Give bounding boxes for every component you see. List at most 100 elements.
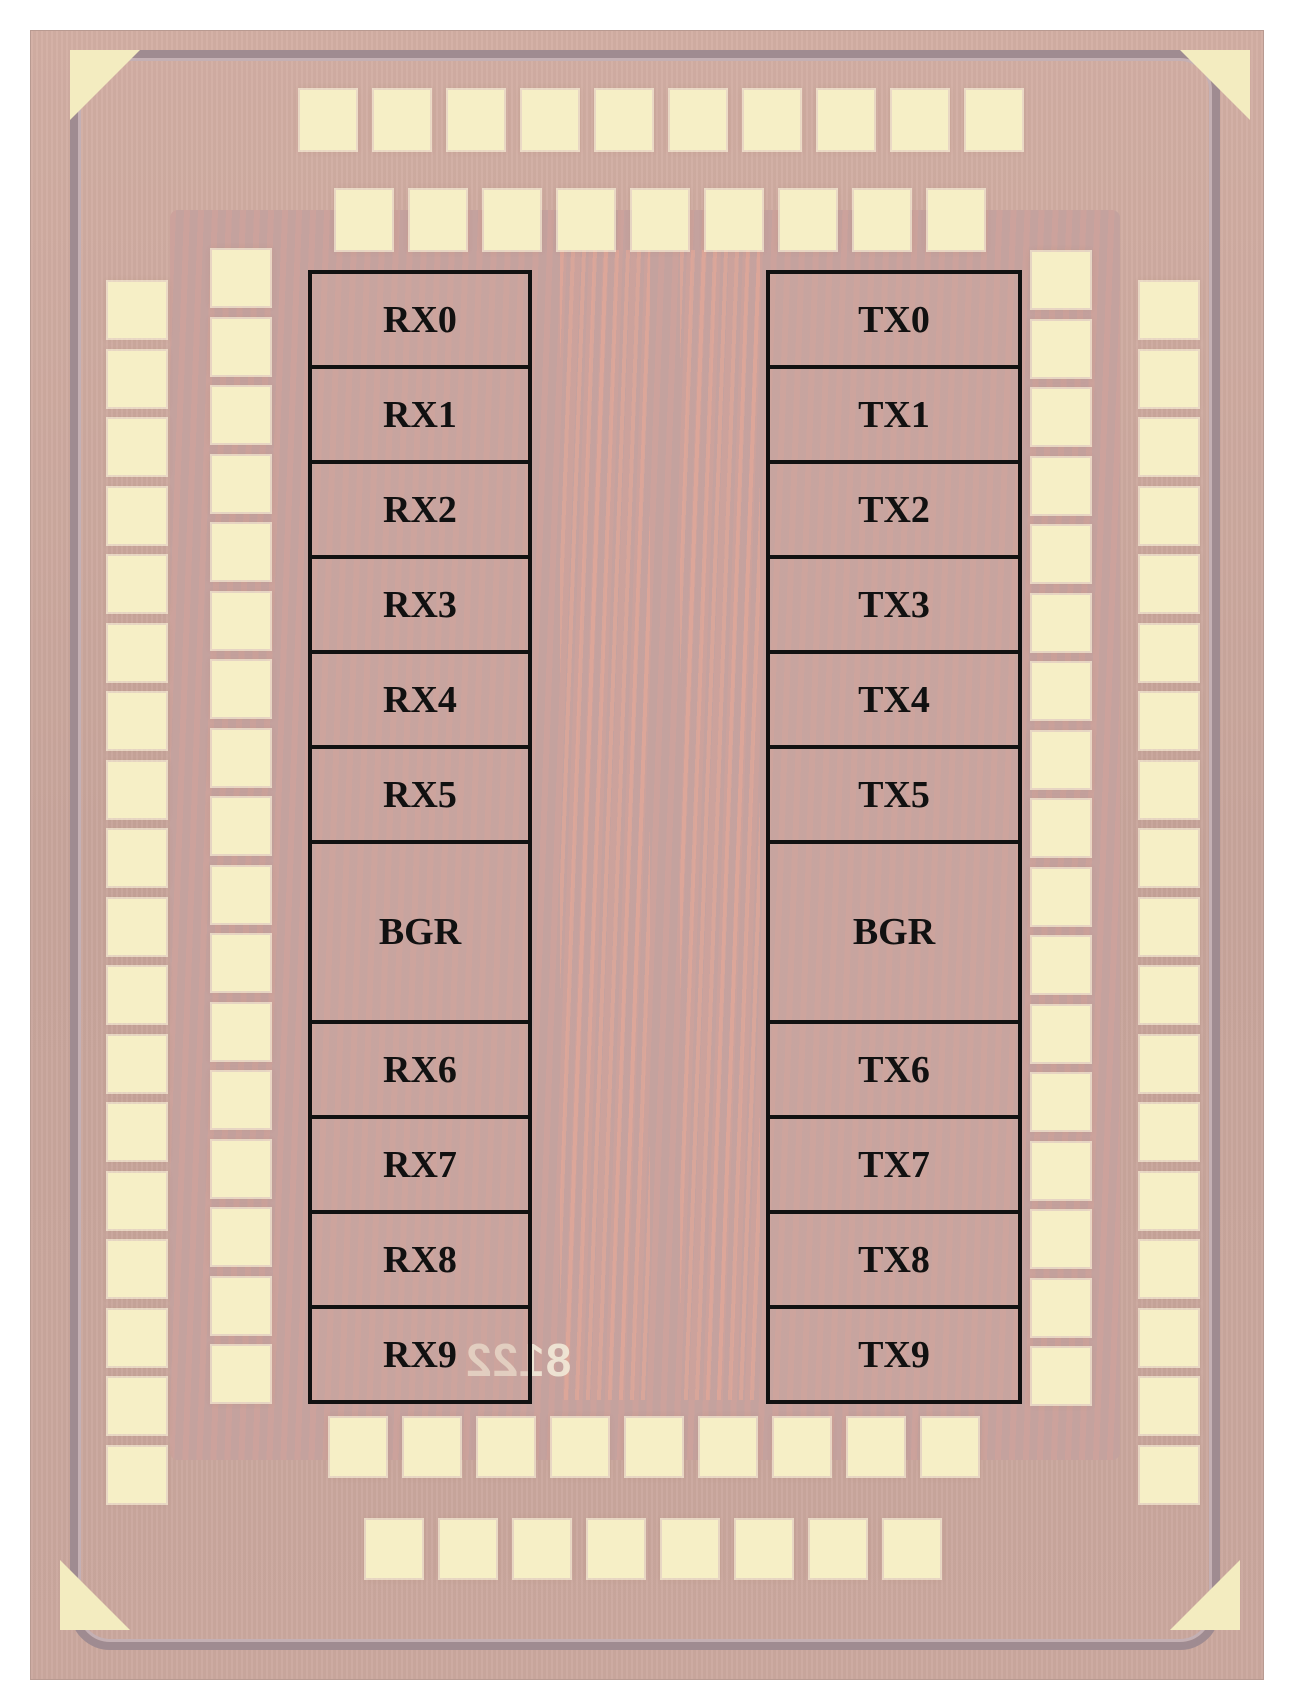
block-tx9: TX9 xyxy=(766,1305,1022,1404)
bond-pad xyxy=(1032,868,1090,925)
block-rx4: RX4 xyxy=(308,650,532,749)
corner-marker xyxy=(60,1560,130,1630)
bond-pad xyxy=(108,350,166,407)
corner-marker xyxy=(1170,1560,1240,1630)
bond-pad xyxy=(596,90,652,150)
bond-pad xyxy=(108,1446,166,1503)
bond-pad xyxy=(1140,487,1198,544)
bond-pad xyxy=(1140,761,1198,818)
bond-pad xyxy=(410,190,466,250)
bond-pad xyxy=(1032,663,1090,719)
block-tx5: TX5 xyxy=(766,745,1022,844)
bond-pad xyxy=(662,1520,718,1578)
bond-pad xyxy=(212,387,270,443)
bond-pad xyxy=(212,1346,270,1402)
bond-pad xyxy=(108,1378,166,1434)
bond-pad xyxy=(522,90,578,150)
block-rx3: RX3 xyxy=(308,555,532,654)
bond-pad xyxy=(212,592,270,649)
bond-pad xyxy=(300,90,356,150)
block-tx8: TX8 xyxy=(766,1210,1022,1309)
bond-pad xyxy=(1032,1211,1090,1267)
bond-pad xyxy=(108,282,166,338)
bond-pad xyxy=(108,693,166,749)
corner-marker xyxy=(70,50,140,120)
bond-pad xyxy=(818,90,874,150)
bond-pad xyxy=(212,1277,270,1334)
bond-pad xyxy=(366,1520,422,1578)
block-rx5: RX5 xyxy=(308,745,532,844)
bond-pad xyxy=(374,90,430,150)
block-tx1: TX1 xyxy=(766,365,1022,464)
block-tx6: TX6 xyxy=(766,1020,1022,1119)
bond-pad xyxy=(1032,1074,1090,1130)
routing-band xyxy=(560,250,650,1400)
bond-pad xyxy=(1140,1035,1198,1092)
bond-pad xyxy=(736,1520,792,1578)
bond-pad xyxy=(108,761,166,818)
bond-pad xyxy=(1032,594,1090,651)
bond-pad xyxy=(212,1003,270,1060)
core-area xyxy=(170,210,1120,1460)
bond-pad xyxy=(478,1418,534,1476)
bond-pad xyxy=(1032,252,1090,308)
bond-pad xyxy=(108,1309,166,1366)
bond-pad xyxy=(848,1418,904,1476)
bond-pad xyxy=(484,190,540,250)
rx-bgr-block: BGR xyxy=(308,840,532,1024)
bond-pad xyxy=(212,318,270,375)
block-rx6: RX6 xyxy=(308,1020,532,1119)
bond-pad xyxy=(108,1035,166,1092)
block-tx2: TX2 xyxy=(766,460,1022,559)
bond-pad xyxy=(1032,1348,1090,1404)
bond-pad xyxy=(700,1418,756,1476)
bond-pad xyxy=(404,1418,460,1476)
bond-pad xyxy=(552,1418,608,1476)
bond-pad xyxy=(1140,967,1198,1023)
block-tx0: TX0 xyxy=(766,270,1022,369)
bond-pad xyxy=(212,250,270,306)
bond-pad xyxy=(1032,320,1090,377)
bond-pad xyxy=(1140,556,1198,612)
bond-pad xyxy=(336,190,392,250)
bond-pad xyxy=(744,90,800,150)
bond-pad xyxy=(922,1418,978,1476)
bond-pad xyxy=(1032,937,1090,993)
bond-pad xyxy=(1140,1104,1198,1160)
bond-pad xyxy=(1032,800,1090,856)
bond-pad xyxy=(1032,731,1090,788)
block-tx7: TX7 xyxy=(766,1115,1022,1214)
bond-pad xyxy=(1140,898,1198,955)
bond-pad xyxy=(212,935,270,991)
bond-pad xyxy=(448,90,504,150)
bond-pad xyxy=(810,1520,866,1578)
bond-pad xyxy=(1140,350,1198,407)
bond-pad xyxy=(928,190,984,250)
bond-pad xyxy=(108,1241,166,1297)
bond-pad xyxy=(1032,526,1090,582)
block-rx0: RX0 xyxy=(308,270,532,369)
bond-pad xyxy=(1140,419,1198,475)
bond-pad xyxy=(108,830,166,886)
bond-pad xyxy=(212,524,270,580)
routing-band xyxy=(680,250,760,1400)
bond-pad xyxy=(108,1172,166,1229)
bond-pad xyxy=(1140,830,1198,886)
bond-pad xyxy=(670,90,726,150)
block-rx7: RX7 xyxy=(308,1115,532,1214)
block-rx1: RX1 xyxy=(308,365,532,464)
bond-pad xyxy=(884,1520,940,1578)
bond-pad xyxy=(1140,693,1198,749)
bond-pad xyxy=(632,190,688,250)
bond-pad xyxy=(108,967,166,1023)
bond-pad xyxy=(1032,457,1090,514)
bond-pad xyxy=(108,487,166,544)
bond-pad xyxy=(1140,1378,1198,1434)
bond-pad xyxy=(108,898,166,955)
block-rx9: RX9 xyxy=(308,1305,532,1404)
bond-pad xyxy=(1032,389,1090,445)
bond-pad xyxy=(1032,1142,1090,1199)
tx-bgr-block: BGR xyxy=(766,840,1022,1024)
bond-pad xyxy=(108,624,166,681)
bond-pad xyxy=(1140,1241,1198,1297)
